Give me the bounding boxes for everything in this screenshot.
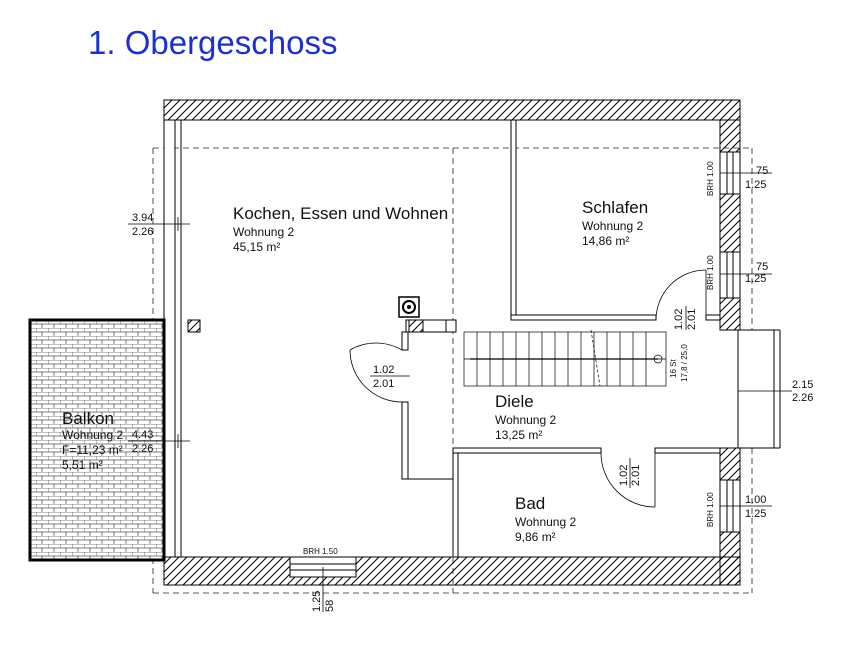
left-glass-wall (174, 120, 182, 557)
room-area-balkon: 5,51 m² (62, 458, 103, 472)
room-name-bad: Bad (515, 494, 545, 513)
dimension-lines (128, 172, 792, 612)
room-area-kochen: 45,15 m² (233, 240, 280, 254)
room-unit-kochen: Wohnung 2 (233, 225, 294, 239)
room-name-schlafen: Schlafen (582, 198, 648, 217)
dim-door-bad-bottom: 2.01 (630, 465, 642, 486)
dim-window-bottom-bottom: 58 (324, 600, 336, 612)
room-factor-balkon: F=11,23 m² (62, 443, 123, 457)
room-area-diele: 13,25 m² (495, 428, 542, 442)
dim-window-schlafen1-bottom: 1.25 (745, 179, 766, 191)
room-name-diele: Diele (495, 392, 534, 411)
vent-icon (398, 296, 420, 318)
dim-window-schlafen2-top: 75 (756, 261, 768, 273)
room-unit-balkon: Wohnung 2 (62, 428, 123, 442)
staircase (463, 329, 667, 387)
dim-door-diele-top: 1.02 (373, 364, 394, 376)
door-swings (349, 269, 707, 508)
room-unit-diele: Wohnung 2 (495, 413, 556, 427)
dim-door-schlafen-top: 1.02 (673, 309, 685, 330)
stair-count: 16 St (669, 359, 678, 378)
windows (289, 151, 781, 578)
brh-schlafen1: BRH 1.00 (706, 161, 715, 196)
room-area-bad: 9,86 m² (515, 530, 556, 544)
dim-window-right-bottom: 2.26 (792, 392, 813, 404)
room-unit-schlafen: Wohnung 2 (582, 219, 643, 233)
room-unit-bad: Wohnung 2 (515, 515, 576, 529)
dim-balkon-door-bottom: 2.26 (132, 443, 153, 455)
dim-window-left-top: 3.94 (132, 212, 153, 224)
stair-ratio: 17,8 / 25,0 (680, 344, 689, 382)
interior-walls (187, 119, 721, 558)
room-name-balkon: Balkon (62, 409, 114, 428)
exterior-walls (163, 99, 741, 586)
dim-window-schlafen2-bottom: 1.25 (745, 273, 766, 285)
dim-balkon-door-top: 4.43 (132, 429, 153, 441)
dim-window-bad-bottom: 1.25 (745, 508, 766, 520)
page-title: 1. Obergeschoss (88, 24, 338, 61)
dim-door-schlafen-bottom: 2.01 (686, 309, 698, 330)
brh-bad: BRH 1.00 (706, 492, 715, 527)
dim-window-bad-top: 1.00 (745, 494, 766, 506)
room-area-schlafen: 14,86 m² (582, 234, 629, 248)
dim-window-right-top: 2.15 (792, 379, 813, 391)
balkon-area (28, 318, 166, 562)
dim-window-schlafen1-top: 75 (756, 165, 768, 177)
room-name-kochen: Kochen, Essen und Wohnen (233, 204, 448, 223)
dim-window-left-bottom: 2.26 (132, 226, 153, 238)
dim-door-bad-top: 1.02 (618, 465, 630, 486)
brh-bottom: BRH 1.50 (303, 547, 338, 556)
brh-schlafen2: BRH 1.00 (706, 255, 715, 290)
dim-window-bottom-top: 1.25 (311, 591, 323, 612)
dim-door-diele-bottom: 2.01 (373, 378, 394, 390)
